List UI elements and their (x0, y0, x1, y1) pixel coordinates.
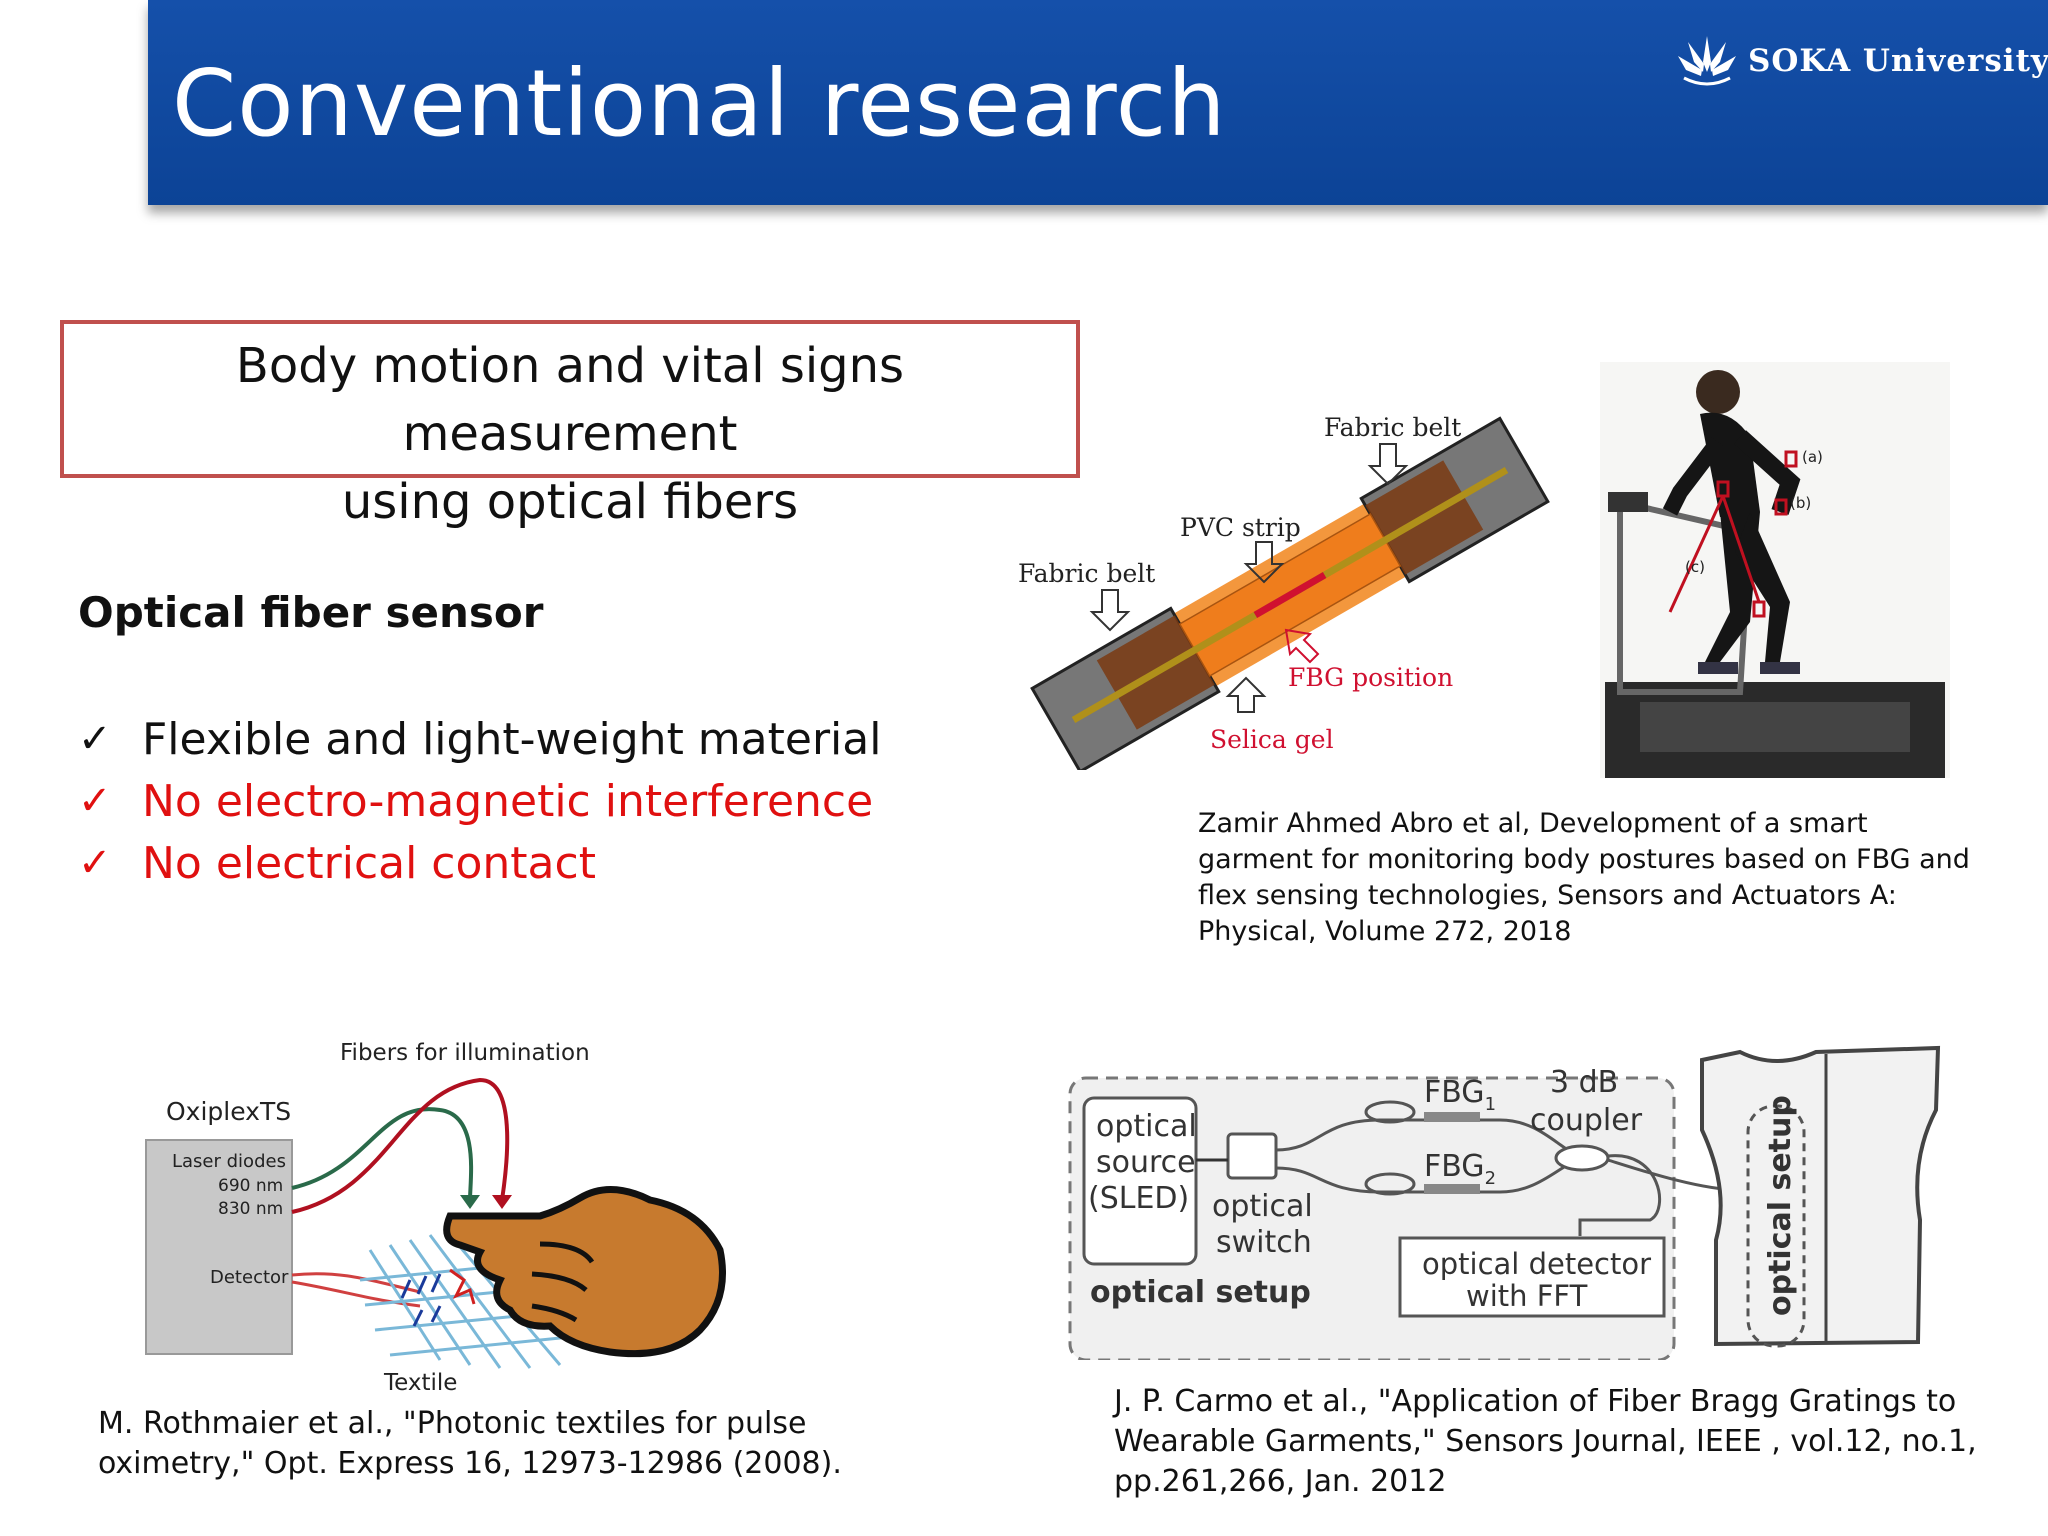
grating-1 (1424, 1112, 1480, 1122)
laser-label: Laser diodes (172, 1151, 286, 1172)
caption-line: pp.261,266, Jan. 2012 (1114, 1464, 1447, 1499)
detector-label: Detector (210, 1267, 289, 1288)
lotus-icon (1678, 36, 1736, 86)
fabric-belt-label-1: Fabric belt (1018, 559, 1155, 588)
caption-line: Zamir Ahmed Abro et al, Development of a… (1198, 808, 1868, 839)
topic-line-1: Body motion and vital signs measurement (235, 338, 905, 462)
hand-icon (443, 1186, 726, 1358)
feature-text: Flexible and light-weight material (142, 713, 882, 765)
source-line-3: (SLED) (1088, 1181, 1189, 1216)
section-title: Optical fiber sensor (78, 588, 544, 637)
coupler-line-2: coupler (1530, 1103, 1643, 1138)
feature-list: ✓ Flexible and light-weight material ✓ N… (78, 708, 881, 894)
switch-line-1: optical (1212, 1189, 1313, 1224)
check-icon: ✓ (78, 840, 112, 886)
feature-item: ✓ No electrical contact (78, 832, 881, 894)
source-line-1: optical (1096, 1109, 1197, 1144)
caption-line: M. Rothmaier et al., "Photonic textiles … (98, 1406, 807, 1441)
fabric-belt-diagram: Fabric belt Fabric belt PVC strip FBG po… (1018, 413, 1550, 770)
arrow-icon (1089, 443, 1409, 713)
pvc-strip-label: PVC strip (1180, 513, 1301, 542)
sensor-marker-icon (1668, 450, 1798, 618)
logo-text: SOKA University (1748, 43, 2048, 79)
caption-line: Physical, Volume 272, 2018 (1198, 916, 1572, 947)
caption-line: garment for monitoring body postures bas… (1198, 844, 1970, 875)
feature-text: No electrical contact (142, 837, 596, 889)
wavelength-1: 690 nm (218, 1176, 283, 1196)
university-logo: SOKA University (1676, 32, 2048, 90)
header-band (148, 0, 2048, 205)
caption-line: Wearable Garments," Sensors Journal, IEE… (1114, 1424, 1977, 1459)
grating-2 (1424, 1184, 1480, 1194)
fbg1-label: FBG1 (1424, 1075, 1496, 1115)
caption-line: flex sensing technologies, Sensors and A… (1198, 880, 1897, 911)
caption-line: J. P. Carmo et al., "Application of Fibe… (1114, 1384, 1957, 1419)
textile-label: Textile (383, 1370, 457, 1396)
source-line-2: source (1096, 1145, 1196, 1180)
switch-line-2: switch (1216, 1225, 1312, 1260)
selica-gel-label: Selica gel (1210, 725, 1334, 754)
treadmill-photo: (a) (b) (c) (1600, 362, 1950, 778)
vest-icon (1700, 1045, 1941, 1348)
check-icon: ✓ (78, 778, 112, 824)
caption-line: oximetry," Opt. Express 16, 12973-12986 … (98, 1446, 842, 1481)
detector-line-1: optical detector (1422, 1247, 1651, 1281)
caption-carmo: J. P. Carmo et al., "Application of Fibe… (1114, 1382, 1977, 1502)
coupler-line-1: 3 dB (1550, 1065, 1618, 1100)
source-box (1082, 1096, 1198, 1266)
fbg2-label: FBG2 (1424, 1149, 1496, 1189)
marker-b-label: (b) (1790, 494, 1811, 512)
marker-c-label: (c) (1685, 558, 1705, 576)
marker-a-label: (a) (1802, 448, 1823, 466)
coupler (1554, 1144, 1610, 1172)
fabric-belt-label-2: Fabric belt (1324, 413, 1461, 442)
caption-abro: Zamir Ahmed Abro et al, Development of a… (1198, 806, 1970, 950)
setup-label: optical setup (1090, 1275, 1311, 1310)
optical-setup-diagram: optical source (SLED) FBG1 FBG2 3 dB cou… (1068, 1045, 1941, 1360)
wavelength-2: 830 nm (218, 1199, 283, 1219)
fbg-position-label: FBG position (1288, 663, 1453, 692)
fibers-label: Fibers for illumination (340, 1040, 590, 1066)
caption-rothmaier: M. Rothmaier et al., "Photonic textiles … (98, 1404, 842, 1484)
detector-line-2: with FFT (1466, 1279, 1588, 1313)
slide-title: Conventional research (172, 50, 1227, 157)
topic-box: Body motion and vital signs measurement … (60, 320, 1080, 530)
arrow-icon (1284, 628, 1320, 664)
topic-line-2: using optical fibers (341, 474, 799, 530)
feature-item: ✓ Flexible and light-weight material (78, 708, 881, 770)
oximetry-diagram: Fibers for illumination OxiplexTS Laser … (145, 1040, 726, 1396)
switch-box (1226, 1132, 1278, 1180)
detector-box (1398, 1236, 1666, 1318)
feature-item: ✓ No electro-magnetic interference (78, 770, 881, 832)
vest-label: optical setup (1763, 1095, 1798, 1316)
device-label: OxiplexTS (166, 1097, 291, 1126)
check-icon: ✓ (78, 716, 112, 762)
device-box (145, 1139, 293, 1355)
feature-text: No electro-magnetic interference (142, 775, 874, 827)
